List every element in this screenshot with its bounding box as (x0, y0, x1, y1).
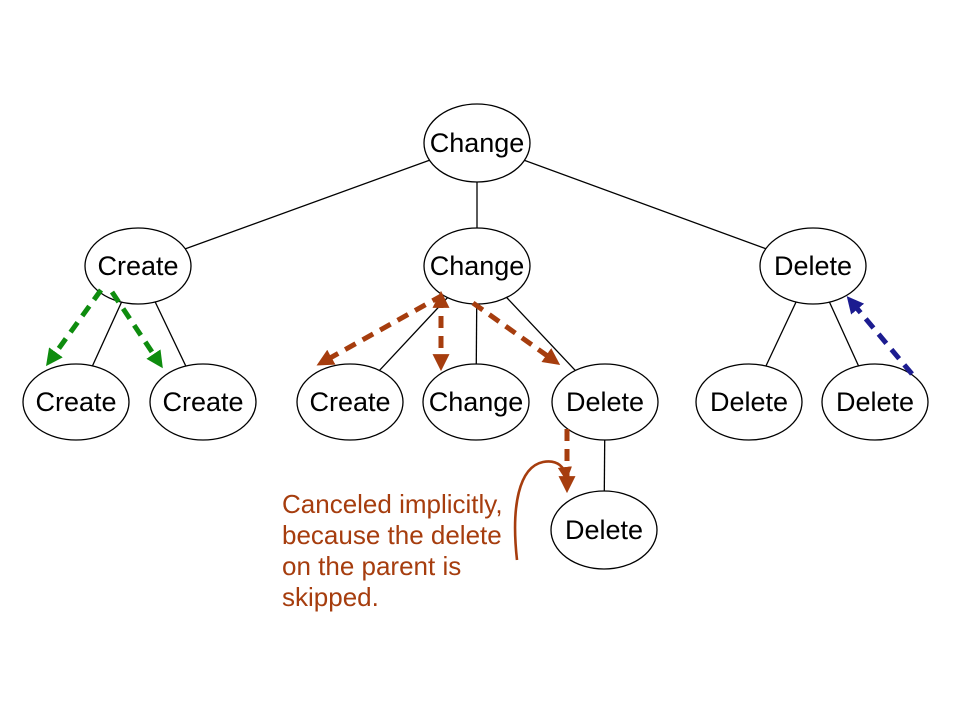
tree-edge (476, 142, 814, 267)
node-l2-change: Change (423, 227, 531, 305)
node-label: Delete (836, 387, 914, 417)
annotation-line: on the parent is (282, 551, 462, 581)
node-label: Delete (566, 387, 644, 417)
node-ellipse (296, 363, 404, 441)
node-l4-delete: Delete (550, 490, 658, 570)
node-label: Delete (710, 387, 788, 417)
annotation-text: Canceled implicitly, because the delete … (282, 489, 503, 613)
tree-nodes: Change Create Change Delete Create Creat… (22, 103, 929, 570)
node-ellipse (821, 363, 929, 441)
node-l3-create-c: Create (296, 363, 404, 441)
node-label: Change (429, 387, 524, 417)
node-ellipse (22, 363, 130, 441)
node-label: Delete (565, 515, 643, 545)
node-ellipse (695, 363, 803, 441)
node-l3-create-b: Create (149, 363, 257, 441)
node-ellipse (422, 363, 530, 441)
node-label: Change (430, 251, 525, 281)
node-label: Create (162, 387, 243, 417)
node-ellipse (550, 490, 658, 570)
node-ellipse (423, 103, 531, 183)
navy-dashed-arrow-up (846, 296, 914, 376)
annotation-line: Canceled implicitly, (282, 489, 503, 519)
node-ellipse (149, 363, 257, 441)
node-l3-delete-c: Delete (821, 363, 929, 441)
node-root: Change (423, 103, 531, 183)
node-l2-delete: Delete (759, 227, 867, 305)
node-label: Create (35, 387, 116, 417)
node-ellipse (84, 227, 192, 305)
node-label: Change (430, 128, 525, 158)
node-l3-change: Change (422, 363, 530, 441)
tree-edges (75, 142, 876, 531)
node-l3-create-a: Create (22, 363, 130, 441)
annotation-line: because the delete (282, 520, 502, 550)
green-dashed-arrow-left (46, 288, 104, 367)
node-ellipse (551, 363, 659, 441)
node-label: Create (309, 387, 390, 417)
brown-dashed-arrow-to-delete (471, 300, 561, 365)
node-label: Delete (774, 251, 852, 281)
node-ellipse (759, 227, 867, 305)
brown-dashed-arrow-to-create (316, 292, 445, 366)
tree-edge (137, 142, 478, 267)
annotation-line: skipped. (282, 582, 379, 612)
node-l3-delete-b: Delete (695, 363, 803, 441)
node-l3-delete-a: Delete (551, 363, 659, 441)
node-l2-create: Create (84, 227, 192, 305)
node-label: Create (97, 251, 178, 281)
green-dashed-arrow-right (109, 290, 163, 369)
operation-arrows (46, 288, 914, 561)
annotation-curve-arrow (513, 460, 572, 561)
